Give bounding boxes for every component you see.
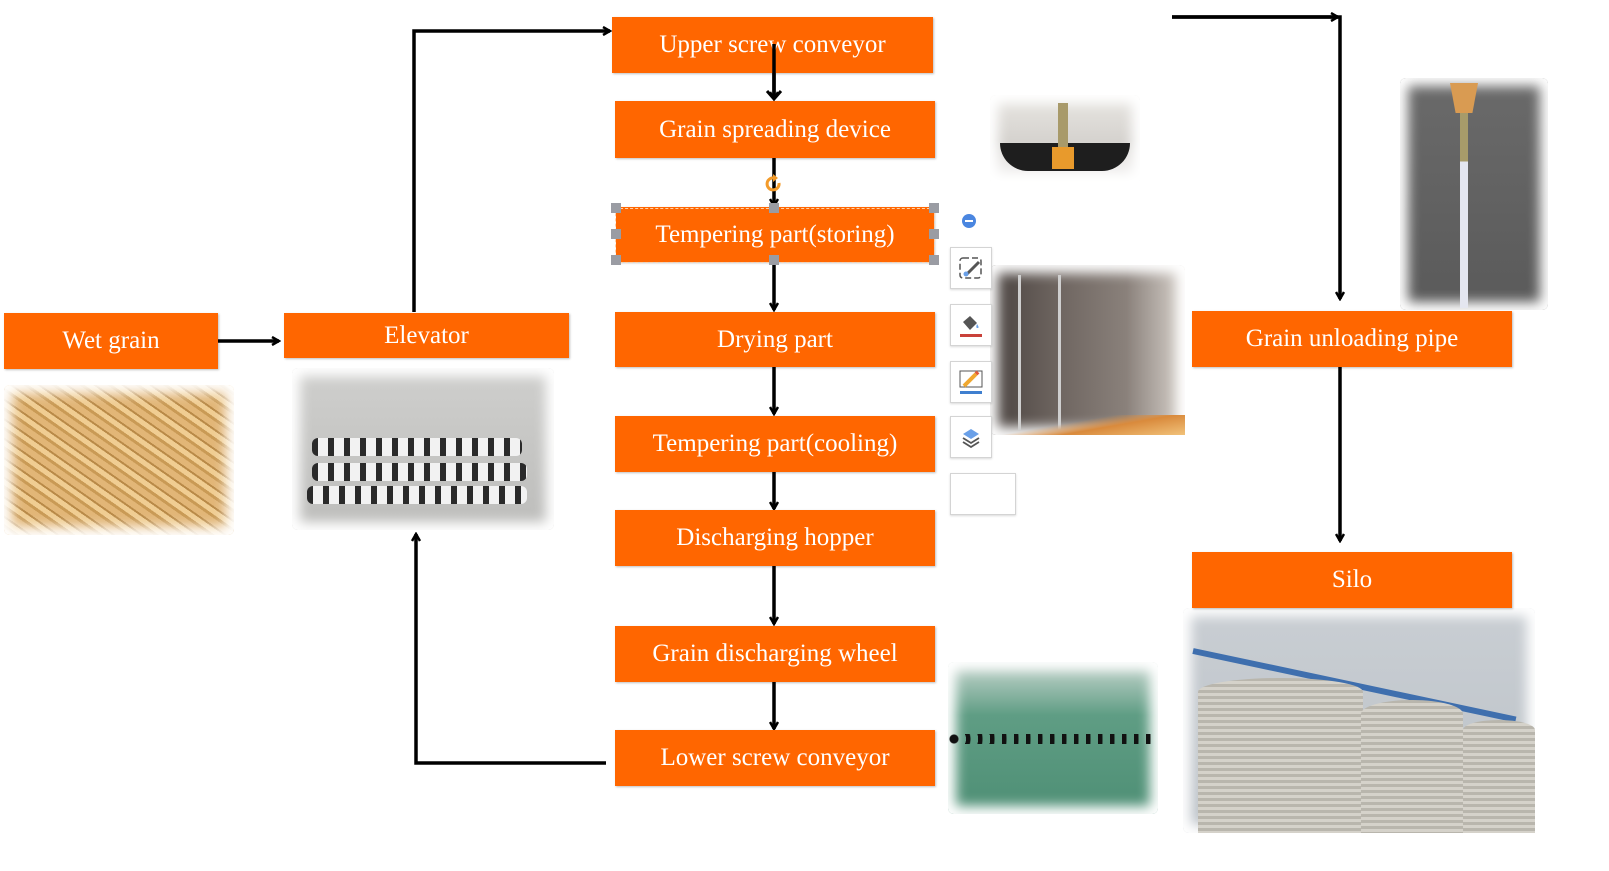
rotate-handle-icon[interactable]: [764, 174, 784, 194]
node-label: Grain unloading pipe: [1245, 325, 1459, 352]
bucket-elevator-chain-photo: [292, 368, 554, 530]
drying-chamber-photo: [990, 265, 1185, 435]
node-grain-unloading-pipe[interactable]: Grain unloading pipe: [1192, 311, 1512, 367]
node-silo[interactable]: Silo: [1192, 552, 1512, 608]
grain-silos-photo: [1183, 608, 1535, 833]
edit-style-icon: [959, 257, 982, 279]
layers-icon: [962, 429, 980, 448]
resize-handle-e[interactable]: [929, 229, 939, 239]
outline-color-swatch: [960, 391, 982, 394]
node-label: Tempering part(storing): [655, 220, 895, 248]
node-discharging-hopper[interactable]: Discharging hopper: [615, 510, 935, 566]
node-label: Grain spreading device: [659, 115, 891, 143]
node-label: Discharging hopper: [676, 524, 874, 551]
node-drying-part[interactable]: Drying part: [615, 312, 935, 367]
unloading-pipe-photo: [1400, 78, 1548, 310]
node-label: Silo: [1331, 566, 1373, 593]
collapse-icon[interactable]: [961, 213, 977, 229]
layers-button[interactable]: [950, 416, 992, 458]
node-label: Lower screw conveyor: [660, 744, 890, 771]
arrow-elevator-to-upper-conveyor: [412, 31, 610, 312]
toolbar-blank-slot[interactable]: [950, 473, 1016, 515]
fill-color-button[interactable]: [950, 304, 992, 346]
grain-spreader-photo: [990, 95, 1140, 185]
node-label: Wet grain: [62, 327, 160, 354]
node-grain-spreading-device[interactable]: Grain spreading device: [615, 101, 935, 158]
resize-handle-nw[interactable]: [611, 203, 621, 213]
resize-handle-n[interactable]: [769, 203, 779, 213]
node-grain-discharging-wheel[interactable]: Grain discharging wheel: [615, 626, 935, 682]
node-tempering-storing[interactable]: Tempering part(storing): [616, 207, 934, 262]
arrow-to-unloading-pipe: [1172, 15, 1340, 299]
outline-color-button[interactable]: [950, 361, 992, 403]
resize-handle-s[interactable]: [769, 255, 779, 265]
outline-color-icon: [959, 370, 983, 394]
fill-color-swatch: [960, 334, 982, 337]
resize-handle-se[interactable]: [929, 255, 939, 265]
node-elevator[interactable]: Elevator: [284, 313, 569, 358]
node-upper-screw-conveyor[interactable]: Upper screw conveyor: [612, 17, 933, 73]
edit-style-button[interactable]: [950, 247, 992, 289]
resize-handle-w[interactable]: [611, 229, 621, 239]
node-label: Grain discharging wheel: [652, 640, 898, 667]
node-label: Drying part: [717, 325, 833, 353]
resize-handle-ne[interactable]: [929, 203, 939, 213]
node-lower-screw-conveyor[interactable]: Lower screw conveyor: [615, 730, 935, 786]
rice-grains-photo: [4, 385, 234, 535]
node-label: Tempering part(cooling): [652, 430, 898, 457]
fill-color-icon: [960, 316, 982, 337]
resize-handle-sw[interactable]: [611, 255, 621, 265]
node-tempering-cooling[interactable]: Tempering part(cooling): [615, 416, 935, 472]
node-label: Upper screw conveyor: [659, 31, 886, 58]
node-wet-grain[interactable]: Wet grain: [4, 313, 218, 369]
arrow-lower-to-elevator: [416, 534, 606, 765]
node-label: Elevator: [384, 321, 469, 349]
screw-auger-photo: [948, 662, 1158, 814]
